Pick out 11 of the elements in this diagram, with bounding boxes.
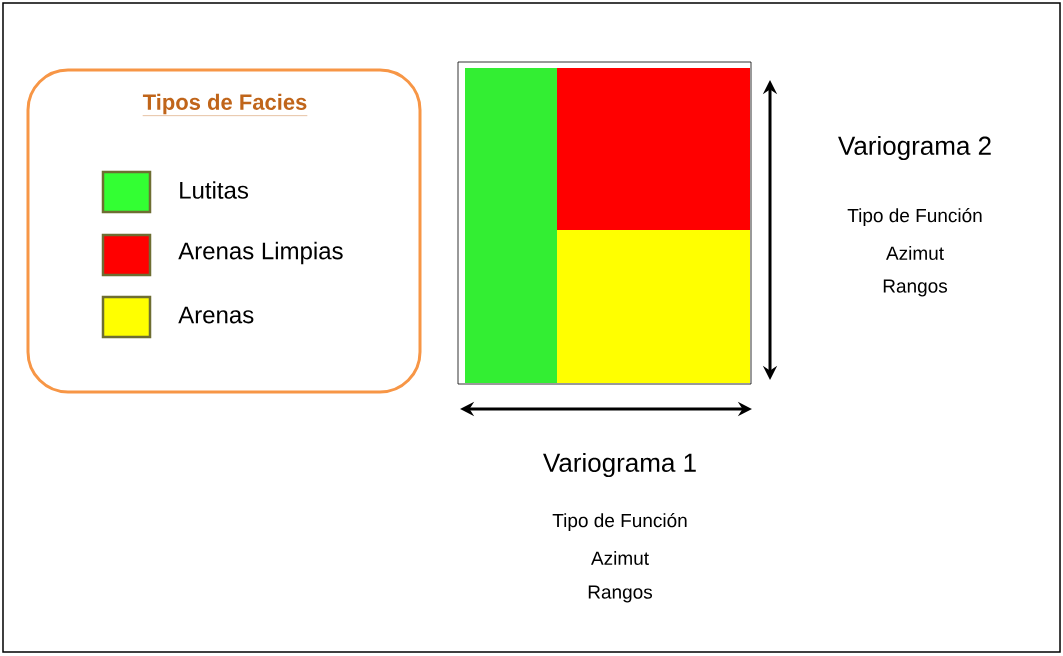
legend-item: Arenas (101, 295, 254, 339)
property-text: Tipo de Función (847, 208, 982, 226)
legend-item: Lutitas (101, 170, 249, 214)
property-text: Tipo de Función (552, 513, 687, 531)
property-text: Azimut (591, 551, 649, 565)
property-text: Rangos (588, 585, 653, 603)
property-text: Azimut (886, 246, 944, 260)
property-text: Rangos (883, 279, 948, 297)
variogram-title: Variograma 1 (543, 452, 696, 478)
variogram-title: Variograma 2 (838, 135, 991, 161)
legend-item: Arenas Limpias (101, 233, 343, 277)
